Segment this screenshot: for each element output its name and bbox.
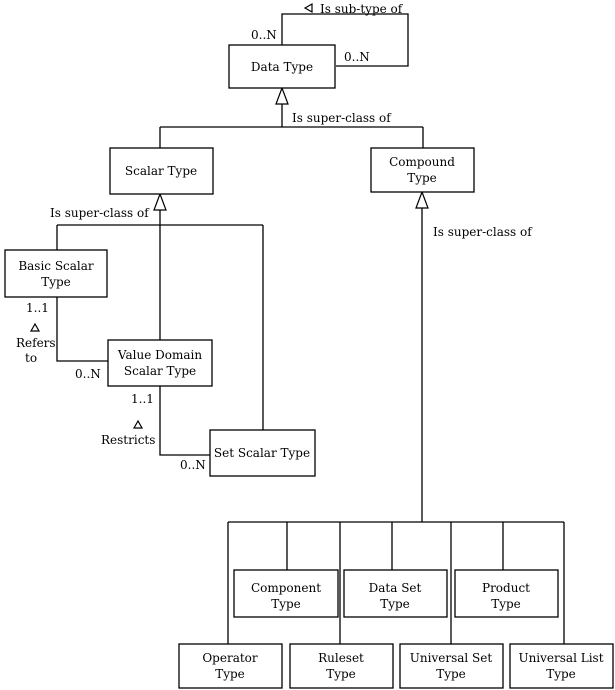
restricts-direction-marker <box>132 419 144 429</box>
refers-direction-marker <box>29 322 41 332</box>
restricts-association <box>159 386 210 456</box>
basic-scalar-type-label-line1: Basic Scalar <box>18 259 94 273</box>
product-type-label-line2: Type <box>491 597 521 611</box>
universal-set-type-label-line1: Universal Set <box>410 651 493 665</box>
data-type-left-multiplicity: 0..N <box>251 28 277 42</box>
refers-to-association <box>56 297 108 362</box>
set-scalar-type-box: Set Scalar Type <box>209 429 316 477</box>
universal-set-type-box: Universal Set Type <box>399 643 504 689</box>
restricts-label: Restricts <box>101 433 155 447</box>
universal-list-type-label-line2: Type <box>546 667 576 681</box>
compound-type-generalization-line <box>227 208 565 644</box>
refers-to-label: to <box>25 351 37 365</box>
universal-set-type-label-line2: Type <box>436 667 466 681</box>
sub-type-self-association <box>281 13 409 67</box>
data-type-right-multiplicity: 0..N <box>344 50 370 64</box>
value-domain-top-multiplicity: 1..1 <box>131 392 154 406</box>
component-type-label-line2: Type <box>271 597 301 611</box>
ruleset-type-label-line1: Ruleset <box>318 651 364 665</box>
ruleset-type-label-line2: Type <box>326 667 356 681</box>
scalar-type-box: Scalar Type <box>109 147 214 195</box>
compound-type-label-line2: Type <box>407 171 437 185</box>
basic-scalar-multiplicity: 1..1 <box>26 301 49 315</box>
scalar-type-label: Scalar Type <box>125 164 197 178</box>
operator-type-label-line1: Operator <box>202 651 258 665</box>
compound-type-label-line1: Compound <box>389 155 455 169</box>
compound-type-box: Compound Type <box>370 147 475 193</box>
data-set-type-label-line2: Type <box>380 597 410 611</box>
universal-list-type-box: Universal List Type <box>509 643 614 689</box>
product-type-label-line1: Product <box>482 581 530 595</box>
component-type-label-line1: Component <box>251 581 321 595</box>
sub-type-of-label: Is sub-type of <box>320 2 404 16</box>
operator-type-label-line2: Type <box>215 667 245 681</box>
product-type-box: Product Type <box>454 569 559 618</box>
sub-type-direction-marker <box>303 2 313 14</box>
basic-scalar-type-box: Basic Scalar Type <box>4 249 108 298</box>
data-type-box: Data Type <box>228 44 336 89</box>
scalar-type-generalization-arrow <box>153 192 167 211</box>
data-type-label: Data Type <box>251 60 313 74</box>
data-type-generalization-arrow <box>275 86 289 105</box>
operator-type-box: Operator Type <box>178 643 283 689</box>
basic-scalar-type-label-line2: Type <box>41 275 71 289</box>
refers-label: Refers <box>16 336 56 350</box>
scalar-type-generalization-line <box>56 210 264 430</box>
set-scalar-multiplicity: 0..N <box>180 458 206 472</box>
value-domain-scalar-type-label-line1: Value Domain <box>117 348 202 362</box>
set-scalar-type-label: Set Scalar Type <box>214 446 310 460</box>
component-type-box: Component Type <box>233 569 339 618</box>
value-domain-scalar-type-label-line2: Scalar Type <box>124 364 196 378</box>
value-domain-scalar-type-box: Value Domain Scalar Type <box>107 339 213 387</box>
compound-type-generalization-arrow <box>415 190 429 209</box>
ruleset-type-box: Ruleset Type <box>289 643 394 689</box>
data-type-super-class-label: Is super-class of <box>292 111 392 125</box>
data-set-type-label-line1: Data Set <box>369 581 422 595</box>
compound-type-super-class-label: Is super-class of <box>433 225 533 239</box>
scalar-type-super-class-label: Is super-class of <box>50 206 150 220</box>
universal-list-type-label-line1: Universal List <box>518 651 603 665</box>
data-set-type-box: Data Set Type <box>343 569 448 618</box>
value-domain-multiplicity: 0..N <box>75 367 101 381</box>
data-type-generalization-line <box>159 104 424 148</box>
